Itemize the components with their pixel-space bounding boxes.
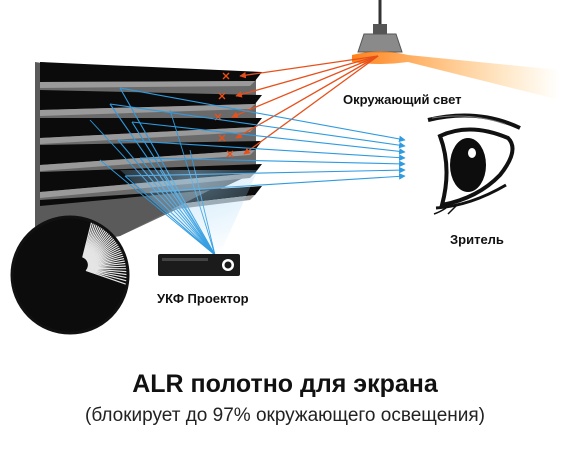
zoom-slat-line: [87, 264, 128, 269]
ambient-ray: [239, 55, 379, 79]
screen-slat-highlight: [40, 150, 255, 171]
ambient-ray: [235, 55, 379, 98]
zoom-slat-line: [87, 259, 128, 269]
projector-label: УКФ Проектор: [157, 291, 249, 306]
screen-slat: [40, 118, 262, 138]
reflected-ray: [109, 103, 406, 149]
zoom-shadow: [14, 224, 78, 330]
screen-slat-highlight: [40, 81, 255, 88]
x-mark-icon: [222, 72, 230, 80]
eye-icon: [427, 113, 521, 215]
zoom-slat-line: [83, 217, 121, 259]
page-title: ALR полотно для экрана: [132, 370, 438, 398]
x-mark-icon: [218, 92, 226, 100]
screen-slat: [40, 90, 262, 110]
zoom-slat-line: [86, 268, 128, 274]
zoom-slat-line: [84, 217, 128, 259]
ambient-light-label: Окружающий свет: [343, 92, 462, 107]
ambient-ray: [231, 55, 379, 118]
alr-screen: [35, 62, 262, 250]
zoom-slat-line: [86, 268, 128, 278]
zoom-slat-line: [87, 255, 128, 268]
projector-ray: [99, 159, 216, 256]
viewer-label: Зритель: [450, 232, 504, 247]
zoom-slat-line: [83, 217, 117, 259]
zoom-slat-line: [82, 217, 108, 258]
zoom-slat-line: [82, 217, 113, 258]
screen-slat: [40, 62, 262, 82]
screen-slat-highlight: [40, 104, 255, 116]
x-mark-icon: [218, 134, 226, 142]
zoom-slat-line: [87, 250, 128, 268]
reflected-ray: [117, 139, 406, 161]
reflected-ray: [119, 87, 406, 143]
ambient-ray: [235, 55, 379, 139]
screen-slats: [40, 62, 262, 250]
zoom-slat-line: [84, 217, 128, 260]
x-mark-icon: [226, 150, 234, 158]
zoom-slat-line: [86, 269, 128, 286]
zoom-slat-line: [86, 269, 128, 282]
zoom-slat-line: [85, 269, 128, 290]
zoom-detail-circle: [10, 215, 130, 335]
zoom-slat-line: [83, 217, 125, 259]
reflected-ray: [131, 121, 406, 155]
projector-beam: [120, 170, 258, 258]
reflected-ray: [139, 157, 406, 168]
ceiling-lamp-icon: [352, 0, 560, 100]
zoom-slat-line: [87, 267, 128, 270]
page-subtitle: (блокирует до 97% окружающего освещения): [85, 405, 485, 426]
projector-icon: [158, 254, 240, 276]
ambient-ray: [243, 55, 379, 155]
